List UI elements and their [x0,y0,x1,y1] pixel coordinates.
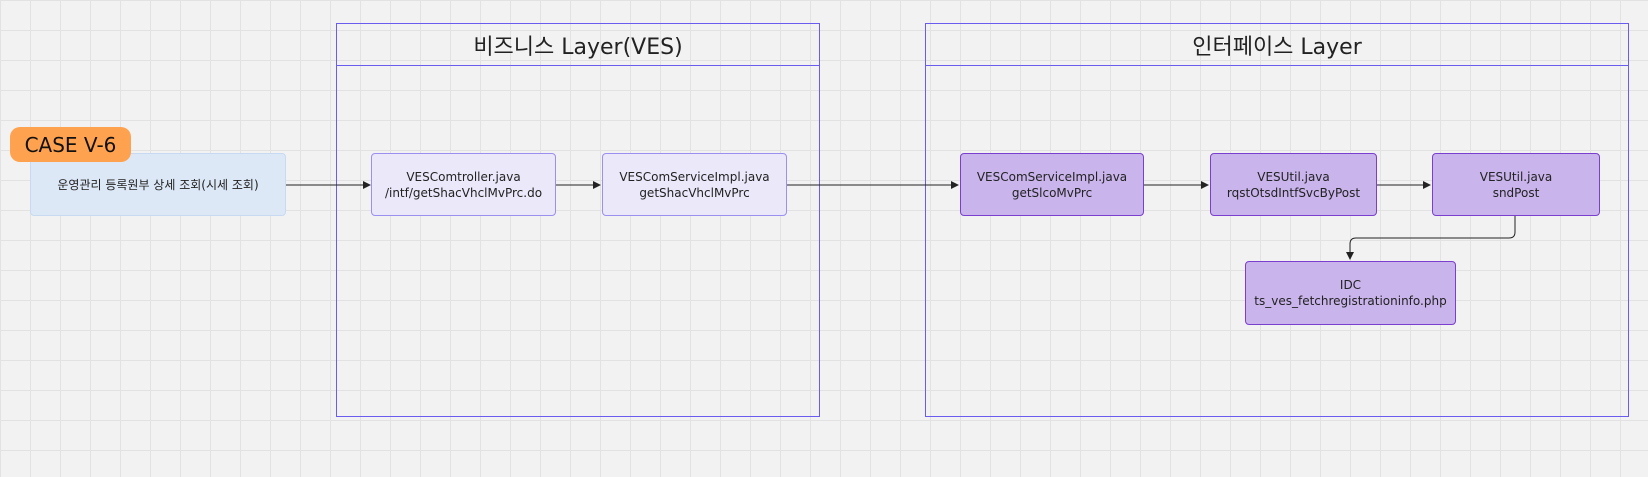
rqst-util-node-method: rqstOtsdIntfSvcByPost [1226,185,1361,200]
interface-layer: 인터페이스 Layer [925,23,1629,417]
business-service-node: VESComServiceImpl.java getShacVhclMvPrc [602,153,787,216]
controller-node-method: /intf/getShacVhclMvPrc.do [384,185,543,200]
idc-node: IDC ts_ves_fetchregistrationinfo.php [1245,261,1456,325]
controller-node-file: VESComtroller.java [406,169,521,184]
sndpost-util-node-file: VESUtil.java [1479,169,1553,184]
idc-node-title: IDC [1339,278,1362,292]
controller-node: VESComtroller.java /intf/getShacVhclMvPr… [371,153,556,216]
source-node: 운영관리 등록원부 상세 조회(시세 조회) [30,153,286,216]
rqst-util-node: VESUtil.java rqstOtsdIntfSvcByPost [1210,153,1377,216]
business-layer-title: 비즈니스 Layer(VES) [337,24,819,66]
interface-service-node: VESComServiceImpl.java getSlcoMvPrc [960,153,1144,216]
case-badge: CASE V-6 [10,127,131,162]
interface-service-node-method: getSlcoMvPrc [1011,185,1093,200]
rqst-util-node-file: VESUtil.java [1257,169,1330,184]
idc-node-endpoint: ts_ves_fetchregistrationinfo.php [1254,294,1447,308]
business-service-node-method: getShacVhclMvPrc [639,185,750,200]
interface-layer-title: 인터페이스 Layer [926,24,1628,66]
business-layer: 비즈니스 Layer(VES) [336,23,820,417]
business-service-node-file: VESComServiceImpl.java [619,169,770,184]
sndpost-util-node-method: sndPost [1492,185,1540,200]
interface-service-node-file: VESComServiceImpl.java [976,169,1128,184]
source-node-label: 운영관리 등록원부 상세 조회(시세 조회) [57,177,259,192]
sndpost-util-node: VESUtil.java sndPost [1432,153,1600,216]
